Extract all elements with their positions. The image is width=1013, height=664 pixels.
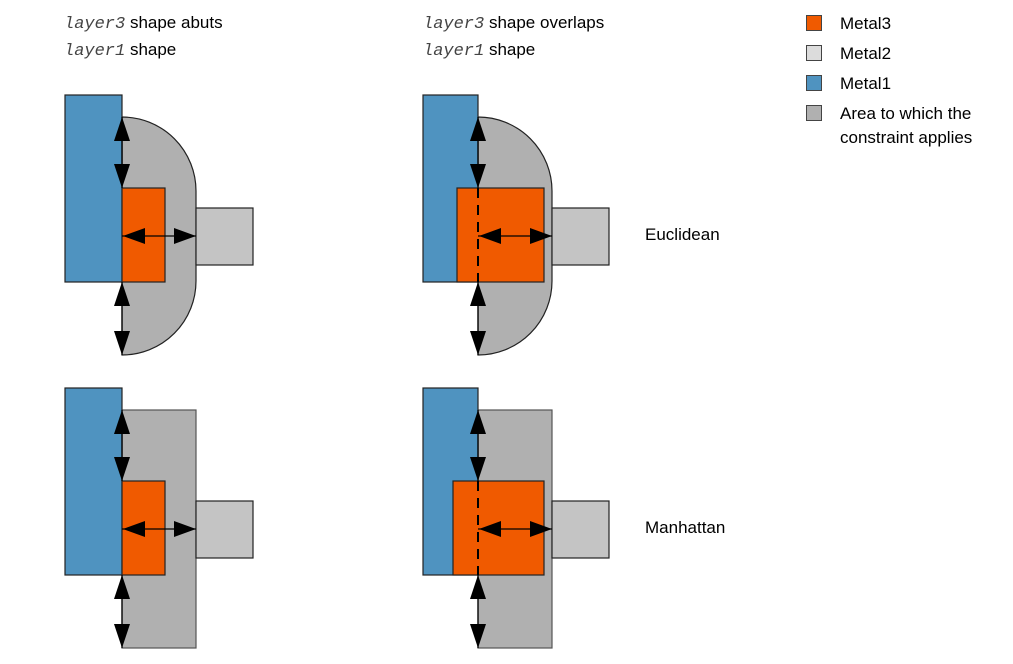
euclidean-overlaps-horizontal-arrow-left-icon <box>479 228 501 244</box>
legend-item-metal2: Metal2 <box>806 42 1013 66</box>
layer1-label: layer1 <box>423 42 485 61</box>
legend-label: Metal1 <box>840 74 892 93</box>
legend-label: Metal2 <box>840 44 892 63</box>
manhattan-abuts-bottom-arrow-up-icon <box>114 575 130 599</box>
euclidean-overlaps-metal2-shape <box>551 207 610 266</box>
caption-overlaps: layer3 shape overlaps layer1 shape <box>423 10 604 64</box>
manhattan-abuts-top-arrow-down-icon <box>114 457 130 481</box>
caption-text: shape <box>484 40 536 59</box>
manhattan-abuts-top-arrow-up-icon <box>114 410 130 434</box>
manhattan-overlaps-bottom-arrow-down-icon <box>470 624 486 648</box>
layer3-label: layer3 <box>64 15 126 34</box>
euclidean-overlaps-top-arrow-up-icon <box>470 117 486 141</box>
metal1-swatch <box>806 75 822 91</box>
euclidean-overlaps-bottom-arrow-up-icon <box>470 282 486 306</box>
layer1-label: layer1 <box>64 42 126 61</box>
euclidean-abuts-metal1-shape <box>64 94 123 283</box>
euclidean-abuts-top-arrow-up-icon <box>114 117 130 141</box>
euclidean-overlaps-horizontal-arrow-right-icon <box>530 228 552 244</box>
legend-label: Metal3 <box>840 14 892 33</box>
legend-label: Area to which the constraint applies <box>840 104 973 147</box>
caption-text: shape overlaps <box>484 13 605 32</box>
legend-item-area: Area to which the constraint applies <box>806 102 1013 150</box>
manhattan-overlaps-horizontal-arrow-left-icon <box>479 521 501 537</box>
metal2-swatch <box>806 45 822 61</box>
area-swatch <box>806 105 822 121</box>
manhattan-abuts-metal2-shape <box>195 500 254 559</box>
manhattan-overlaps-top-arrow-down-icon <box>470 457 486 481</box>
manhattan-overlaps-bottom-arrow-up-icon <box>470 575 486 599</box>
manhattan-overlaps-horizontal-arrow-right-icon <box>530 521 552 537</box>
legend-item-metal3: Metal3 <box>806 12 1013 36</box>
euclidean-overlaps-top-arrow-down-icon <box>470 164 486 188</box>
caption-text: shape <box>125 40 177 59</box>
euclidean-abuts-horizontal-arrow-left-icon <box>123 228 145 244</box>
euclidean-abuts-top-arrow-down-icon <box>114 164 130 188</box>
caption-abuts: layer3 shape abuts layer1 shape <box>64 10 223 64</box>
row-label-euclidean: Euclidean <box>645 225 720 244</box>
metal3-swatch <box>806 15 822 31</box>
euclidean-abuts-metal2-shape <box>195 207 254 266</box>
euclidean-abuts-bottom-arrow-down-icon <box>114 331 130 355</box>
legend: Metal3 Metal2 Metal1 Area to which the c… <box>806 12 1013 156</box>
euclidean-abuts-bottom-arrow-up-icon <box>114 282 130 306</box>
row-label-manhattan: Manhattan <box>645 518 726 537</box>
euclidean-overlaps-bottom-arrow-down-icon <box>470 331 486 355</box>
manhattan-abuts-bottom-arrow-down-icon <box>114 624 130 648</box>
legend-item-metal1: Metal1 <box>806 72 1013 96</box>
manhattan-abuts-metal1-shape <box>64 387 123 576</box>
caption-text: shape abuts <box>125 13 223 32</box>
manhattan-abuts-horizontal-arrow-right-icon <box>174 521 196 537</box>
manhattan-overlaps-top-arrow-up-icon <box>470 410 486 434</box>
euclidean-abuts-horizontal-arrow-right-icon <box>174 228 196 244</box>
layer3-label: layer3 <box>423 15 485 34</box>
manhattan-abuts-horizontal-arrow-left-icon <box>123 521 145 537</box>
manhattan-overlaps-metal2-shape <box>551 500 610 559</box>
